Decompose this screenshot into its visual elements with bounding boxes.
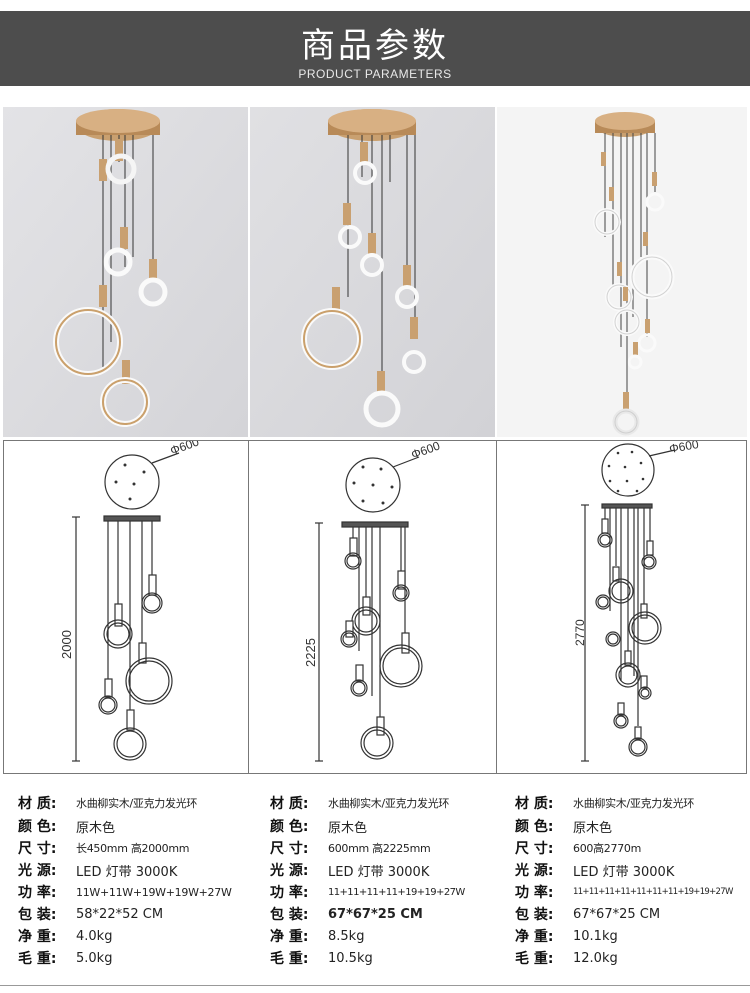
spec-size: 尺 寸: 600mm 高2225mm: [270, 837, 431, 859]
spec-power: 功 率: 11+11+11+11+11+11+11+19+19+27W: [515, 881, 733, 903]
spec-value: 10.1kg: [573, 928, 618, 944]
spec-label: 包 装:: [18, 907, 57, 923]
spec-value: 原木色: [76, 820, 116, 836]
product-photo-5-rings: [3, 107, 248, 437]
spec-size: 尺 寸: 600高2770m: [515, 837, 641, 859]
spec-size: 尺 寸: 长450mm 高2000mm: [18, 837, 189, 859]
spec-label: 颜 色:: [515, 819, 554, 835]
spec-light: 光 源: LED 灯带 3000K: [515, 859, 674, 881]
spec-label: 颜 色:: [270, 819, 309, 835]
specs-column-1: 材 质: 水曲柳实木/亚克力发光环 颜 色: 原木色 尺 寸: 长450mm 高200…: [0, 775, 250, 985]
divider: [248, 440, 249, 774]
spec-label: 毛 重:: [270, 951, 309, 967]
spec-package: 包 装: 58*22*52 CM: [18, 903, 163, 925]
spec-label: 材 质:: [18, 796, 57, 812]
spec-value: 12.0kg: [573, 950, 618, 966]
spec-material: 材 质: 水曲柳实木/亚克力发光环: [515, 792, 694, 814]
spec-label: 尺 寸:: [270, 841, 309, 857]
product-photo-10-rings: [497, 107, 747, 437]
spec-label: 毛 重:: [18, 951, 57, 967]
spec-value: LED 灯带 3000K: [76, 864, 178, 880]
spec-value: 水曲柳实木/亚克力发光环: [328, 797, 450, 810]
spec-value: LED 灯带 3000K: [573, 864, 675, 880]
spec-value: 67*67*25 CM: [573, 906, 661, 922]
drawings-frame: [3, 440, 747, 774]
height-label: 2225: [303, 638, 318, 667]
spec-value: 11+11+11+11+19+19+27W: [328, 886, 465, 898]
spec-label: 净 重:: [270, 929, 309, 945]
spec-value: 原木色: [573, 820, 613, 836]
spec-light: 光 源: LED 灯带 3000K: [270, 859, 429, 881]
page-title: 商品参数: [301, 26, 449, 66]
spec-net-weight: 净 重: 8.5kg: [270, 925, 364, 947]
spec-value: 8.5kg: [328, 928, 365, 944]
canopy-top-view: [601, 443, 655, 497]
drawing-7-rings: Φ600 2225: [249, 438, 496, 773]
specs-column-2: 材 质: 水曲柳实木/亚克力发光环 颜 色: 原木色 尺 寸: 600mm 高2225…: [252, 775, 500, 985]
spec-value: 水曲柳实木/亚克力发光环: [76, 797, 198, 810]
height-label: 2000: [59, 630, 74, 659]
specs-column-3: 材 质: 水曲柳实木/亚克力发光环 颜 色: 原木色 尺 寸: 600高2770m 光…: [497, 775, 750, 985]
drawing-10-rings: Φ600 2770: [497, 437, 746, 773]
spec-label: 功 率:: [18, 885, 57, 901]
spec-label: 光 源:: [270, 863, 309, 879]
divider: [496, 440, 497, 774]
spec-gross-weight: 毛 重: 5.0kg: [18, 947, 112, 969]
spec-label: 净 重:: [515, 929, 554, 945]
canopy-top-view: [104, 454, 160, 510]
spec-material: 材 质: 水曲柳实木/亚克力发光环: [18, 792, 197, 814]
spec-value: 11W+11W+19W+19W+27W: [76, 885, 232, 899]
spec-power: 功 率: 11W+11W+19W+19W+27W: [18, 881, 232, 903]
spec-value: 4.0kg: [76, 928, 113, 944]
spec-label: 颜 色:: [18, 819, 57, 835]
spec-net-weight: 净 重: 10.1kg: [515, 925, 618, 947]
canopy-top-view: [345, 457, 401, 513]
height-label: 2770: [573, 619, 587, 646]
spec-label: 光 源:: [515, 863, 554, 879]
spec-label: 材 质:: [515, 796, 554, 812]
spec-power: 功 率: 11+11+11+11+19+19+27W: [270, 881, 465, 903]
diameter-label: Φ600: [668, 441, 700, 456]
spec-package: 包 装: 67*67*25 CM: [270, 903, 423, 925]
diameter-label: Φ600: [409, 441, 442, 462]
spec-label: 毛 重:: [515, 951, 554, 967]
spec-label: 净 重:: [18, 929, 57, 945]
spec-label: 包 装:: [270, 907, 309, 923]
spec-value: 原木色: [328, 820, 368, 836]
spec-gross-weight: 毛 重: 12.0kg: [515, 947, 618, 969]
spec-value: 67*67*25 CM: [328, 906, 423, 922]
spec-color: 颜 色: 原木色: [270, 815, 367, 837]
spec-material: 材 质: 水曲柳实木/亚克力发光环: [270, 792, 449, 814]
spec-value: 11+11+11+11+11+11+11+19+19+27W: [573, 887, 733, 897]
spec-package: 包 装: 67*67*25 CM: [515, 903, 660, 925]
spec-net-weight: 净 重: 4.0kg: [18, 925, 112, 947]
spec-value: 10.5kg: [328, 950, 373, 966]
spec-value: 600高2770m: [573, 842, 642, 855]
spec-light: 光 源: LED 灯带 3000K: [18, 859, 177, 881]
spec-value: 水曲柳实木/亚克力发光环: [573, 797, 695, 810]
spec-value: LED 灯带 3000K: [328, 864, 430, 880]
drawing-5-rings: Φ600 2000: [4, 434, 248, 773]
spec-label: 尺 寸:: [18, 841, 57, 857]
product-photo-7-rings: [250, 107, 495, 437]
spec-value: 58*22*52 CM: [76, 906, 164, 922]
spec-label: 材 质:: [270, 796, 309, 812]
spec-value: 600mm 高2225mm: [328, 842, 431, 855]
spec-value: 长450mm 高2000mm: [76, 842, 190, 855]
bottom-divider: [0, 985, 750, 986]
spec-value: 5.0kg: [76, 950, 113, 966]
page-subtitle: PRODUCT PARAMETERS: [298, 67, 452, 81]
spec-color: 颜 色: 原木色: [18, 815, 115, 837]
spec-label: 光 源:: [18, 863, 57, 879]
spec-label: 功 率:: [515, 885, 554, 901]
spec-label: 包 装:: [515, 907, 554, 923]
spec-label: 功 率:: [270, 885, 309, 901]
spec-color: 颜 色: 原木色: [515, 815, 612, 837]
diameter-label: Φ600: [168, 441, 201, 458]
spec-gross-weight: 毛 重: 10.5kg: [270, 947, 373, 969]
spec-label: 尺 寸:: [515, 841, 554, 857]
header-banner: 商品参数 PRODUCT PARAMETERS: [0, 11, 750, 86]
